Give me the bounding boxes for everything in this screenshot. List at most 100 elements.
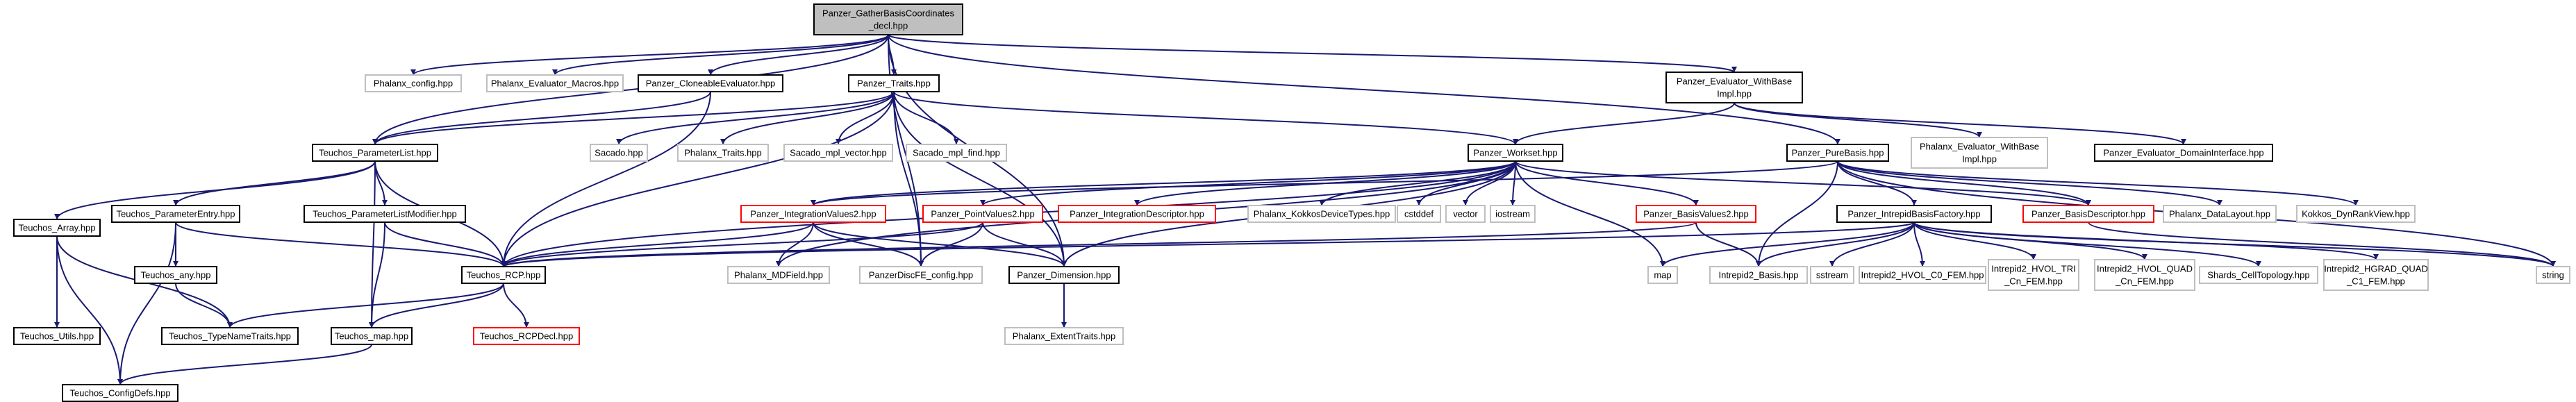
node-workset[interactable]: Panzer_Workset.hpp <box>1468 144 1563 162</box>
node-pure_basis[interactable]: Panzer_PureBasis.hpp <box>1786 144 1889 162</box>
node-label-root: _decl.hpp <box>868 21 908 31</box>
edge-traits-to-sacado_mpl_find <box>893 91 959 145</box>
node-phx_eval_macros: Phalanx_Evaluator_Macros.hpp <box>486 74 624 92</box>
edge-array-to-config_defs <box>56 235 123 385</box>
edge-basis_values2-to-rcp <box>501 221 1697 267</box>
node-rcp_decl[interactable]: Teuchos_RCPDecl.hpp <box>473 327 580 345</box>
node-basis_values2[interactable]: Panzer_BasisValues2.hpp <box>1636 205 1756 223</box>
node-box-teuchos_utils <box>13 327 101 345</box>
node-label-intrepid2_basis: Intrepid2_Basis.hpp <box>1719 270 1799 280</box>
node-root[interactable]: Panzer_GatherBasisCoordinates _decl.hpp <box>813 3 963 35</box>
edge-root-to-pure_basis <box>888 34 1840 145</box>
node-array[interactable]: Teuchos_Array.hpp <box>13 219 101 237</box>
edge-root-to-eval_withbase <box>888 34 1737 73</box>
node-box-traits <box>848 74 940 92</box>
node-int_descriptor[interactable]: Panzer_IntegrationDescriptor.hpp <box>1058 205 1216 223</box>
node-box-string <box>2536 266 2570 284</box>
node-label-root: Panzer_GatherBasisCoordinates <box>822 8 955 19</box>
node-box-map <box>1647 266 1678 284</box>
node-label-point_values2: Panzer_PointValues2.hpp <box>931 209 1034 219</box>
node-label-phx_mdfield: Phalanx_MDField.hpp <box>734 270 823 280</box>
node-box-pure_basis <box>1786 144 1889 162</box>
node-teuchos_any[interactable]: Teuchos_any.hpp <box>134 266 217 284</box>
node-intrepid_factory[interactable]: Panzer_IntrepidBasisFactory.hpp <box>1836 205 1992 223</box>
node-eval_domain[interactable]: Panzer_Evaluator_DomainInterface.hpp <box>2094 144 2273 162</box>
node-label-hgrad_quad: Intrepid2_HGRAD_QUAD <box>2324 264 2428 274</box>
edge-intrepid_factory-to-map <box>1660 221 1915 267</box>
node-label-kokkos_dev_types: Phalanx_KokkosDeviceTypes.hpp <box>1254 209 1390 219</box>
node-string: string <box>2536 266 2570 284</box>
edge-traits-to-panzer_discfe <box>893 91 924 267</box>
edge-clone_eval-to-param_list <box>372 91 711 145</box>
edge-param_list_mod-to-rcp <box>384 221 506 267</box>
node-vector: vector <box>1445 205 1486 223</box>
node-basis_descriptor[interactable]: Panzer_BasisDescriptor.hpp <box>2022 205 2154 223</box>
edge-teuchos_any-to-type_name_traits <box>175 283 233 328</box>
node-type_name_traits[interactable]: Teuchos_TypeNameTraits.hpp <box>161 327 299 345</box>
node-label-intrepid_factory: Panzer_IntrepidBasisFactory.hpp <box>1847 209 1980 219</box>
edge-param_list-to-teuchos_map <box>369 160 376 328</box>
node-label-param_list_mod: Teuchos_ParameterListModifier.hpp <box>313 209 456 219</box>
node-box-iostream <box>1490 205 1536 223</box>
node-sacado_mpl_find: Sacado_mpl_find.hpp <box>906 144 1007 162</box>
node-sacado_mpl_vector: Sacado_mpl_vector.hpp <box>783 144 893 162</box>
node-box-array <box>13 219 101 237</box>
edge-param_list-to-param_entry <box>173 160 376 206</box>
node-label-int_values2: Panzer_IntegrationValues2.hpp <box>750 209 876 219</box>
node-box-dimension <box>1008 266 1120 284</box>
node-cstddef: cstddef <box>1397 205 1441 223</box>
node-teuchos_map[interactable]: Teuchos_map.hpp <box>331 327 413 345</box>
node-kokkos_dev_types: Phalanx_KokkosDeviceTypes.hpp <box>1247 205 1396 223</box>
edge-intrepid_factory-to-hvol_c0 <box>1913 221 1925 267</box>
node-box-hvol_quad <box>2094 259 2195 291</box>
node-box-extent_traits <box>1004 327 1124 345</box>
edge-point_values2-to-panzer_discfe <box>918 221 983 267</box>
edge-int_values2-to-rcp <box>501 221 814 267</box>
edge-intrepid_factory-to-hvol_tri <box>1913 221 2036 260</box>
node-phx_mdfield: Phalanx_MDField.hpp <box>727 266 830 284</box>
node-box-phx_datalayout <box>2163 205 2277 223</box>
node-label-phx_config: Phalanx_config.hpp <box>374 78 453 89</box>
edge-intrepid_factory-to-shards <box>1913 221 2261 267</box>
node-config_defs[interactable]: Teuchos_ConfigDefs.hpp <box>62 384 178 402</box>
node-hvol_c0: Intrepid2_HVOL_C0_FEM.hpp <box>1859 266 1986 284</box>
node-label-phx_eval_macros: Phalanx_Evaluator_Macros.hpp <box>491 78 619 89</box>
node-param_list[interactable]: Teuchos_ParameterList.hpp <box>312 144 438 162</box>
node-box-eval_domain <box>2094 144 2273 162</box>
node-clone_eval[interactable]: Panzer_CloneableEvaluator.hpp <box>638 74 783 92</box>
node-traits[interactable]: Panzer_Traits.hpp <box>848 74 940 92</box>
node-label-phx_traits: Phalanx_Traits.hpp <box>684 148 762 158</box>
node-box-phx_mdfield <box>727 266 830 284</box>
node-label-array: Teuchos_Array.hpp <box>18 223 95 233</box>
node-rcp[interactable]: Teuchos_RCP.hpp <box>461 266 546 284</box>
edge-traits-to-rcp <box>501 91 895 267</box>
node-label-sstream: sstream <box>1816 270 1848 280</box>
node-label-int_descriptor: Panzer_IntegrationDescriptor.hpp <box>1070 209 1204 219</box>
node-teuchos_utils[interactable]: Teuchos_Utils.hpp <box>13 327 101 345</box>
node-box-rcp <box>461 266 546 284</box>
node-label-hvol_quad: Intrepid2_HVOL_QUAD <box>2097 264 2193 274</box>
node-box-cstddef <box>1397 205 1441 223</box>
node-box-param_list_mod <box>304 205 466 223</box>
node-label-hvol_tri: Intrepid2_HVOL_TRI <box>1991 264 2075 274</box>
node-label-sacado_mpl_find: Sacado_mpl_find.hpp <box>913 148 1000 158</box>
node-label-clone_eval: Panzer_CloneableEvaluator.hpp <box>646 78 775 89</box>
edge-pure_basis-to-int_values2 <box>811 160 1838 206</box>
node-label-hgrad_quad: _C1_FEM.hpp <box>2346 276 2405 287</box>
edge-param_entry-to-config_defs <box>117 221 176 385</box>
node-iostream: iostream <box>1490 205 1536 223</box>
node-param_entry[interactable]: Teuchos_ParameterEntry.hpp <box>111 205 240 223</box>
node-point_values2[interactable]: Panzer_PointValues2.hpp <box>922 205 1043 223</box>
node-phx_config: Phalanx_config.hpp <box>365 74 462 92</box>
node-box-hvol_tri <box>1988 259 2079 291</box>
node-label-param_entry: Teuchos_ParameterEntry.hpp <box>116 209 235 219</box>
node-label-config_defs: Teuchos_ConfigDefs.hpp <box>69 388 170 399</box>
node-hgrad_quad: Intrepid2_HGRAD_QUAD _C1_FEM.hpp <box>2323 259 2429 291</box>
node-box-param_entry <box>111 205 240 223</box>
node-param_list_mod[interactable]: Teuchos_ParameterListModifier.hpp <box>304 205 466 223</box>
edge-root-to-clone_eval <box>708 34 889 76</box>
node-dimension[interactable]: Panzer_Dimension.hpp <box>1008 266 1120 284</box>
node-box-sacado_mpl_vector <box>783 144 893 162</box>
node-int_values2[interactable]: Panzer_IntegrationValues2.hpp <box>740 205 886 223</box>
